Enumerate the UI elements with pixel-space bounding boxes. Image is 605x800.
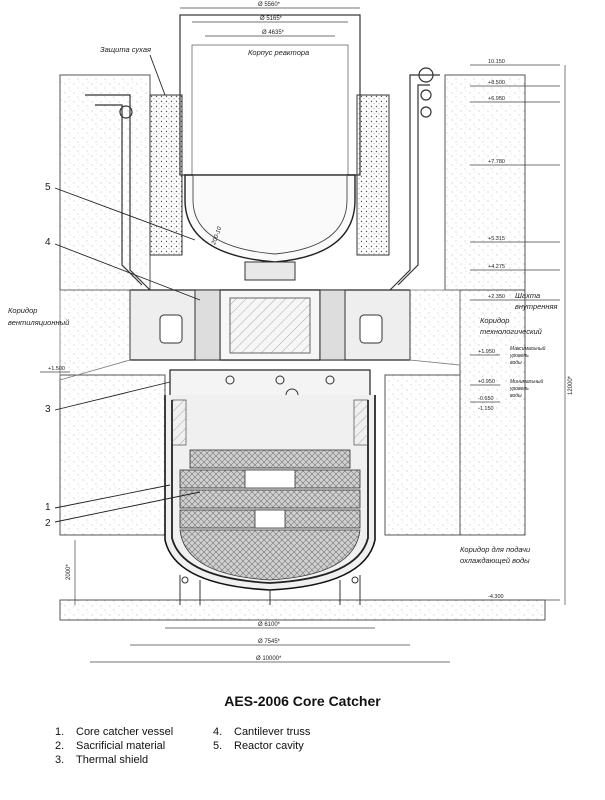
label-max-water-3: воды	[510, 360, 522, 366]
dim-top-1: Ø 5560*	[258, 2, 281, 8]
legend-text: Thermal shield	[76, 754, 149, 766]
elev-5: +5.315	[488, 236, 505, 242]
legend-text: Core catcher vessel	[76, 726, 174, 738]
legend-column-1: 1. Core catcher vessel 2. Sacrificial ma…	[55, 725, 173, 767]
ventilation-ducts-right	[389, 67, 440, 291]
dim-bottom-3: Ø 10000*	[256, 656, 282, 662]
callout-leaders	[54, 54, 201, 523]
label-tech-corridor-1: Коридор	[480, 316, 509, 325]
elev-11: -1.150	[478, 406, 494, 412]
cantilever-truss	[129, 289, 411, 361]
catcher-supports	[179, 575, 361, 605]
corridor-technological	[409, 289, 461, 366]
elev-10: -0.650	[478, 396, 494, 402]
right-outer-wall	[459, 289, 526, 536]
label-min-water-1: Минимальный	[510, 378, 544, 385]
callout-4: 4	[45, 237, 51, 248]
label-min-water-3: воды	[510, 393, 522, 399]
left-lower-wall	[59, 374, 166, 536]
label-dry-protection: Защита сухая	[100, 45, 151, 54]
legend-text: Cantilever truss	[234, 726, 311, 738]
dim-top-3: Ø 4635*	[262, 30, 285, 36]
legend-text: Sacrificial material	[76, 740, 166, 752]
corridor-ventilation	[59, 289, 131, 381]
label-vent-corridor-2: вентиляционный	[8, 318, 70, 327]
left-upper-wall	[59, 74, 151, 291]
dimension-lines	[40, 7, 566, 663]
sacrificial-material	[179, 449, 361, 581]
legend-number: 3.	[55, 754, 65, 766]
core-catcher-diagram: 5 4 3 1 2 Ø 5560* Ø 5165* Ø 4635* Ø 6100…	[8, 2, 574, 663]
legend-number: 5.	[213, 740, 223, 752]
label-cooling-corridor-1: Коридор для подачи	[460, 545, 531, 554]
label-tech-corridor-2: технологический	[480, 327, 543, 336]
elev-1: 10.150	[488, 59, 505, 65]
legend-item: 4. Cantilever truss	[213, 725, 310, 739]
callout-5: 5	[45, 182, 51, 193]
dim-top-2: Ø 5165*	[260, 16, 283, 22]
label-max-water-2: уровень	[509, 353, 529, 359]
elev-3: +6.950	[488, 96, 505, 102]
callout-2: 2	[45, 518, 51, 529]
vdim-2000: 2000*	[66, 564, 72, 580]
elev-12: -4.300	[488, 594, 504, 600]
elev-6: +4.275	[488, 264, 505, 270]
elev-9: +0.950	[478, 379, 495, 385]
callout-1: 1	[45, 502, 51, 513]
vdim-12000: 12000*	[568, 375, 574, 395]
water-level-labels: Максимальный уровень воды Минимальный ур…	[509, 345, 546, 399]
label-vent-corridor-1: Коридор	[8, 306, 37, 315]
elev-8: +1.950	[478, 349, 495, 355]
elev-4: +7.780	[488, 159, 505, 165]
russian-labels: Защита сухая Корпус реактора 200-10 Кори…	[8, 45, 558, 565]
ventilation-ducts-left	[85, 94, 151, 291]
legend-item: 2. Sacrificial material	[55, 739, 173, 753]
concrete-walls	[59, 74, 546, 621]
elev-13: +1.500	[48, 366, 65, 372]
legend-text: Reactor cavity	[234, 740, 304, 752]
legend-number: 4.	[213, 726, 223, 738]
dim-bottom-2: Ø 7545*	[258, 639, 281, 645]
label-reactor-vessel: Корпус реактора	[248, 48, 309, 57]
foundation-slab	[59, 599, 546, 621]
legend-column-2: 4. Cantilever truss 5. Reactor cavity	[213, 725, 310, 753]
dry-protection-left	[149, 94, 183, 256]
callout-3: 3	[45, 404, 51, 415]
reactor-vessel	[179, 14, 361, 281]
elevation-labels: 10.150 +8.500 +6.950 +7.780 +5.315 +4.27…	[48, 59, 505, 600]
label-max-water-1: Максимальный	[510, 345, 546, 352]
legend-item: 3. Thermal shield	[55, 753, 173, 767]
diagram-title: AES-2006 Core Catcher	[224, 693, 381, 709]
right-lower-wall	[384, 374, 461, 536]
right-upper-wall	[444, 74, 526, 291]
elev-7: +2.350	[488, 294, 505, 300]
label-min-water-2: уровень	[509, 386, 529, 392]
label-internal-well-1: Шахта	[515, 291, 540, 300]
elev-2: +8.500	[488, 80, 505, 86]
dim-bottom-1: Ø 6100*	[258, 622, 281, 628]
legend-item: 1. Core catcher vessel	[55, 725, 173, 739]
legend-item: 5. Reactor cavity	[213, 739, 310, 753]
dry-protection-right	[356, 94, 390, 256]
label-internal-well-2: внутренняя	[515, 302, 558, 311]
label-cooling-corridor-2: охлаждающей воды	[460, 556, 530, 565]
legend-number: 2.	[55, 740, 65, 752]
legend-number: 1.	[55, 726, 65, 738]
